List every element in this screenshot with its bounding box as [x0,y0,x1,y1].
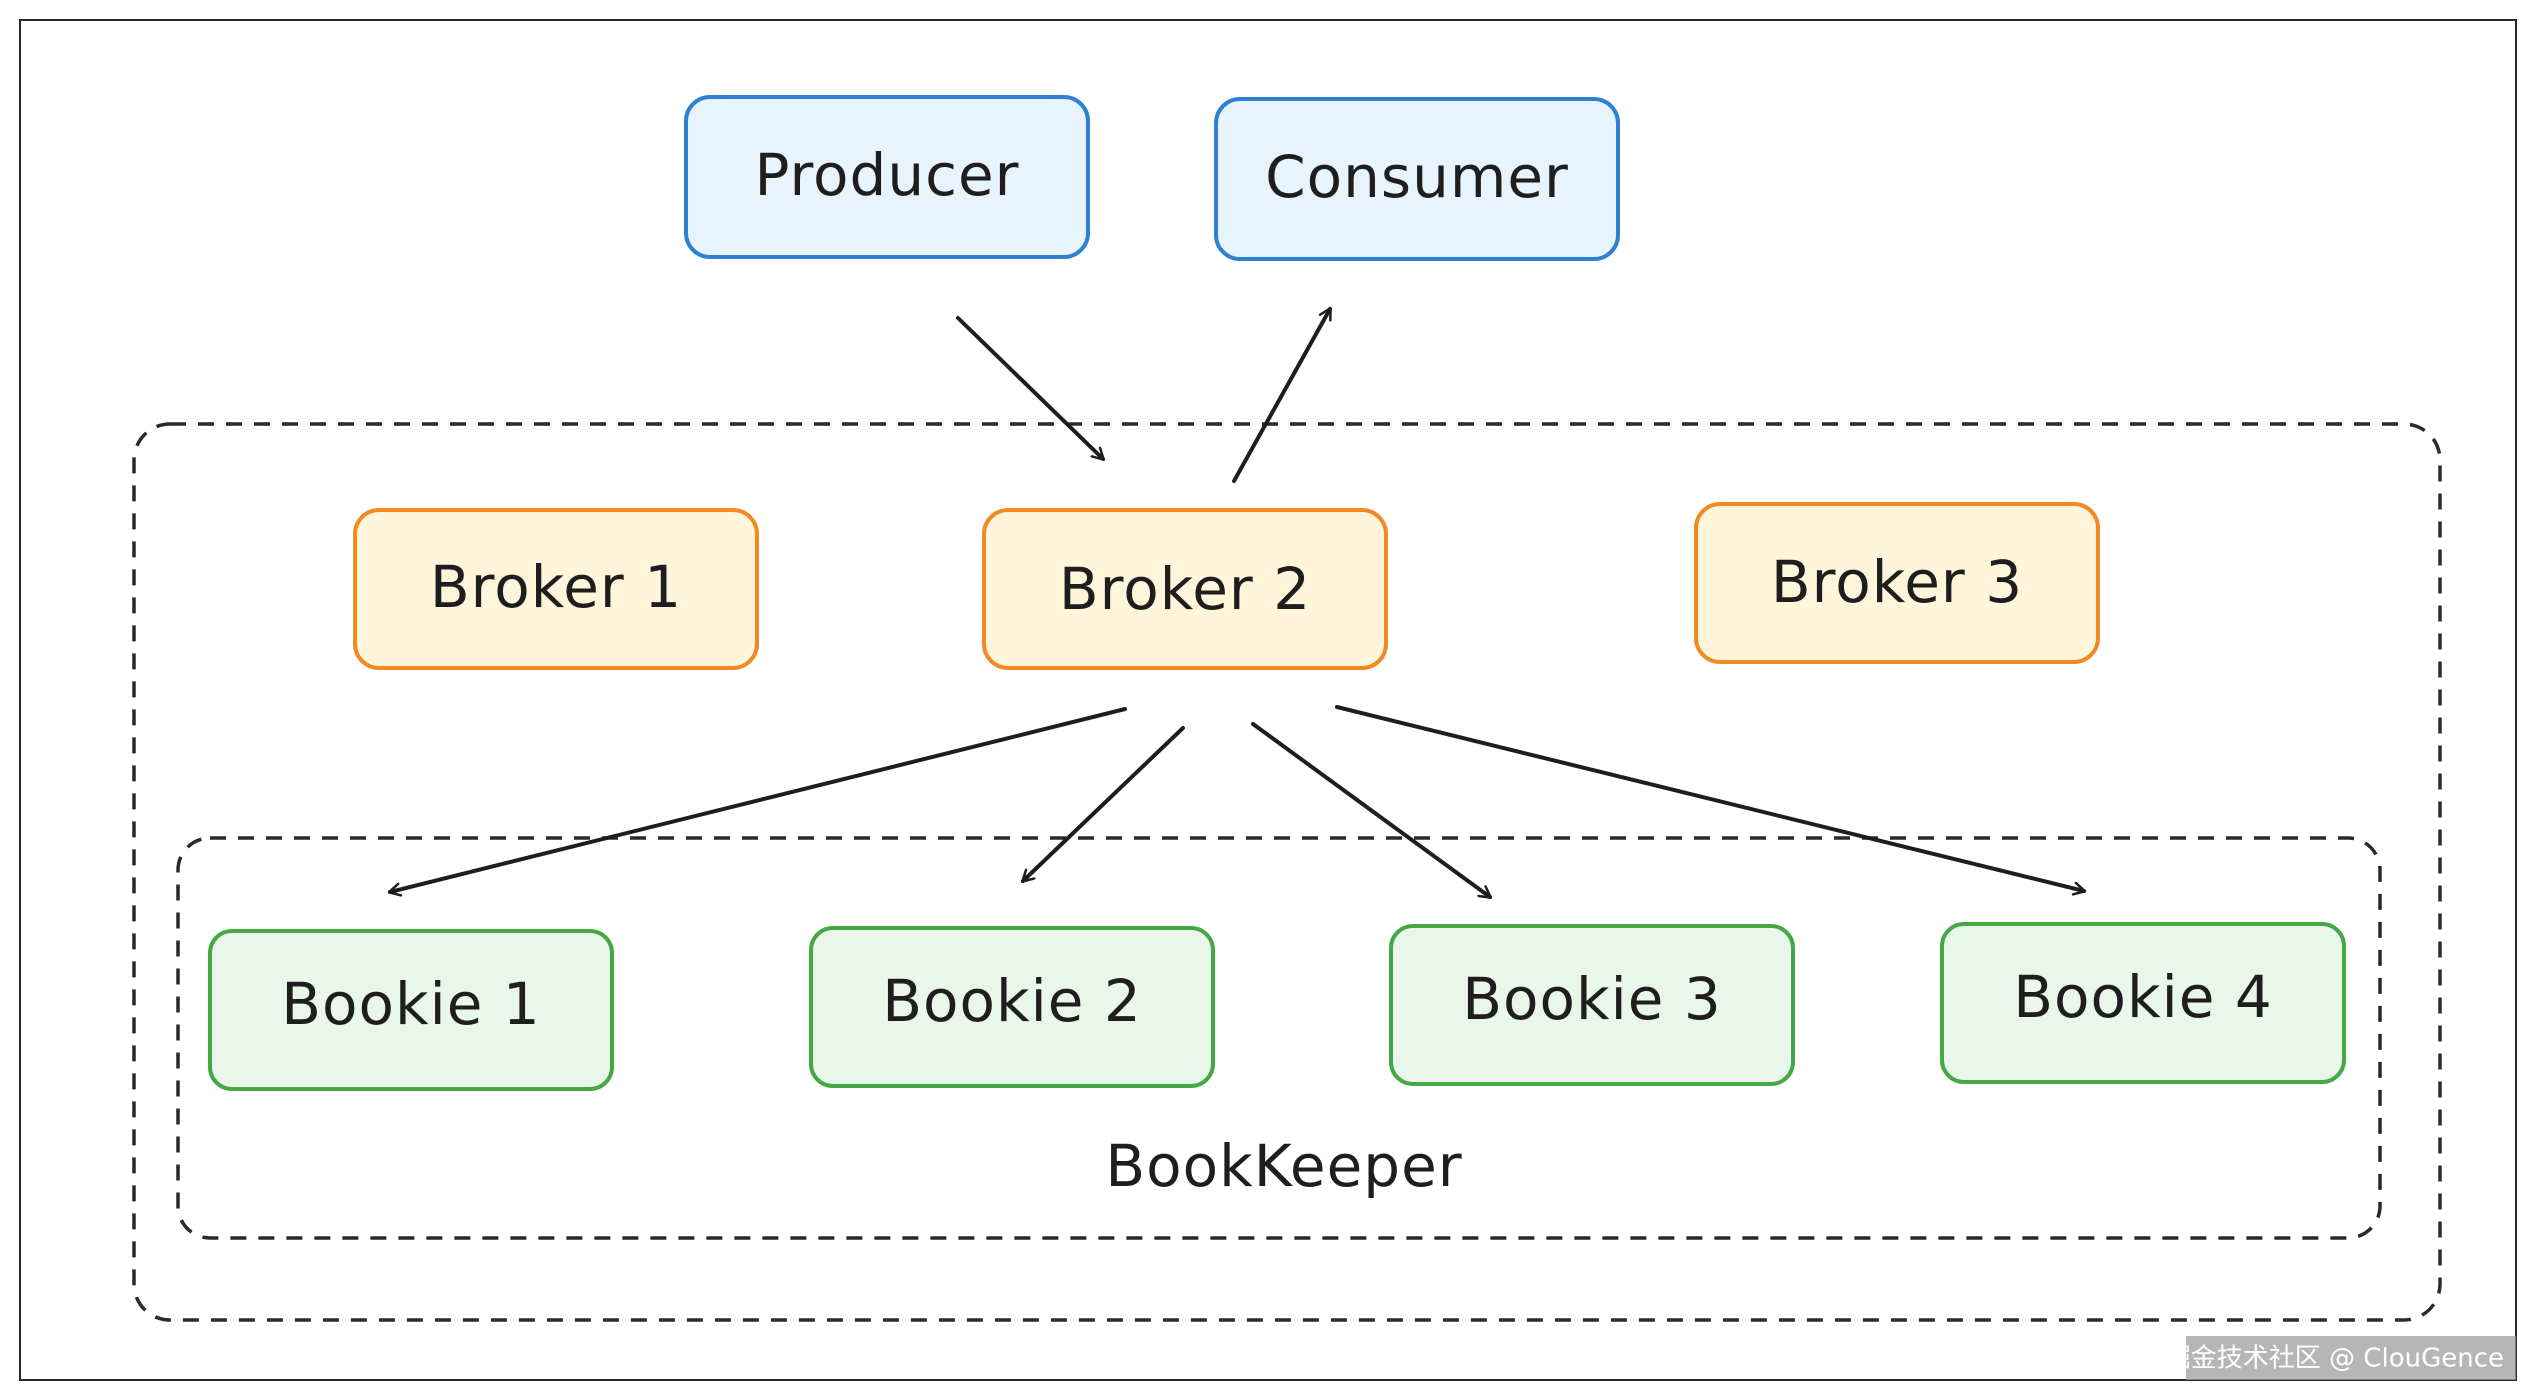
bookie3-node: Bookie 3 [1389,924,1795,1086]
broker2-node: Broker 2 [982,508,1388,670]
broker2-label: Broker 2 [1059,555,1311,623]
bookie2-label: Bookie 2 [882,967,1141,1035]
consumer-label: Consumer [1265,143,1569,211]
watermark: 掘金技术社区 @ ClouGence [2165,1336,2516,1380]
broker1-label: Broker 1 [430,553,682,621]
edge-broker2-to-bookie3 [1251,722,1490,899]
bookkeeper-group-label: BookKeeper [1105,1132,1462,1200]
edges [390,309,2084,899]
edge-broker2-to-consumer [1232,309,1332,483]
watermark-text: 掘金技术社区 @ ClouGence [2165,1344,2504,1374]
edge-producer-to-broker2 [956,316,1105,461]
bookie4-node: Bookie 4 [1940,922,2346,1084]
pulsar-cluster-boundary [132,422,2442,1322]
bookkeeper-group-boundary [176,836,2382,1240]
bookie4-label: Bookie 4 [2013,963,2272,1031]
edge-broker2-to-bookie4 [1335,705,2084,891]
edge-broker2-to-bookie2 [1021,726,1185,883]
consumer-node: Consumer [1214,97,1620,261]
bookie1-node: Bookie 1 [208,929,614,1091]
producer-label: Producer [754,141,1019,209]
producer-node: Producer [684,95,1090,259]
edge-broker2-to-bookie1 [390,707,1127,892]
bookie1-label: Bookie 1 [281,970,540,1038]
broker3-node: Broker 3 [1694,502,2100,664]
broker3-label: Broker 3 [1771,548,2023,616]
broker1-node: Broker 1 [353,508,759,670]
bookie3-label: Bookie 3 [1462,965,1721,1033]
bookie2-node: Bookie 2 [809,926,1215,1088]
